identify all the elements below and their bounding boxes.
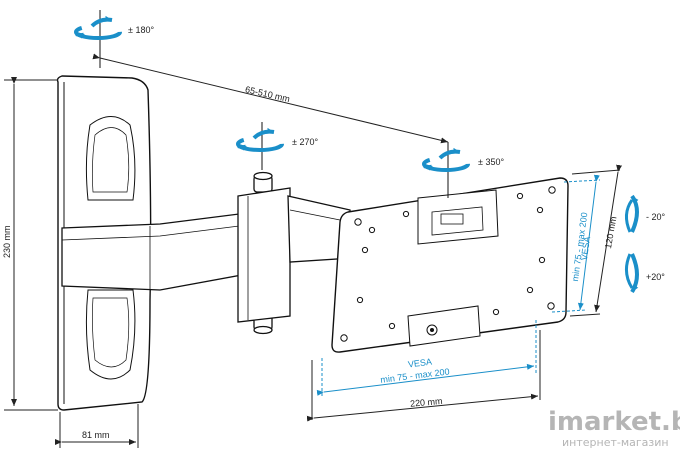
tilt-down-label: +20° [646, 272, 665, 282]
rotation-350-label: ± 350° [478, 157, 504, 167]
svg-text:интернет-магазин: интернет-магазин [562, 436, 669, 449]
vesa-vertical-range [551, 174, 601, 313]
vesa-mount-holes [340, 186, 556, 342]
vesa-horizontal-range-label: min 75 - max 200 [380, 366, 450, 384]
plate-width-dimension [55, 404, 139, 448]
vesa-width-dimension [306, 330, 541, 422]
svg-text:imarket.by: imarket.by [548, 407, 680, 437]
reach-dimension [92, 53, 449, 144]
elbow-joint [237, 171, 291, 335]
height-label: 230 mm [2, 225, 12, 258]
watermark-logo: imarket.by интернет-магазин [548, 407, 680, 449]
vesa-vertical-title: VESA [579, 236, 592, 261]
vesa-width-label: 220 mm [410, 396, 443, 409]
rotation-350-icon [422, 142, 470, 198]
tilt-up-label: - 20° [646, 212, 666, 222]
vesa-horizontal-title: VESA [407, 357, 432, 370]
tilt-up-icon [625, 194, 639, 233]
rotation-270-label: ± 270° [292, 137, 318, 147]
height-dimension [4, 77, 58, 411]
tilt-down-icon [625, 253, 639, 294]
rotation-180-icon [74, 10, 122, 68]
plate-width-label: 81 mm [82, 430, 110, 440]
rotation-270-icon [236, 122, 284, 170]
vesa-plate [331, 177, 569, 353]
reach-label: 65-510 mm [244, 84, 291, 104]
vesa-height-label: 120 mm [603, 216, 618, 250]
rotation-180-label: ± 180° [128, 25, 154, 35]
vesa-horizontal-range [316, 320, 537, 396]
